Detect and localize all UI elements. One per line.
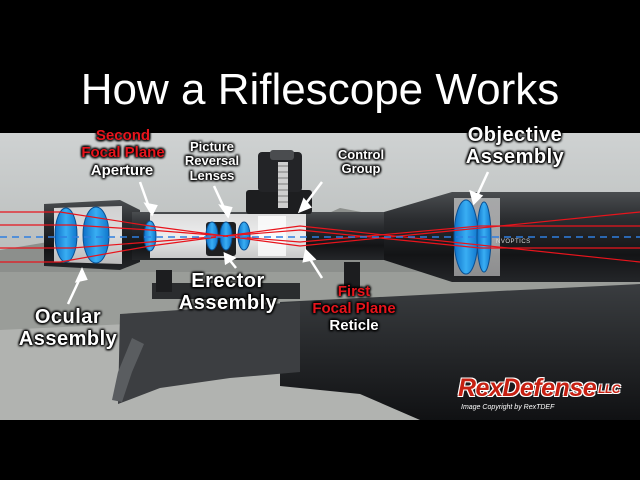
reticle-label: Reticle [300, 318, 408, 335]
erector-line2: Assembly [166, 292, 290, 314]
turret-icon [278, 162, 288, 208]
aperture-label: Aperture [62, 163, 182, 180]
turret-knob [270, 150, 294, 160]
first-focal-plane-line1: First [300, 284, 408, 301]
ocular-assembly-label: Ocular Assembly [2, 306, 134, 350]
second-focal-plane-line1: Second [58, 128, 188, 145]
picture-reversal-label: Picture Reversal Lenses [172, 140, 252, 183]
ocular-line2: Assembly [2, 328, 134, 350]
objective-assembly-label: Objective Assembly [440, 124, 590, 168]
bottom-bar [0, 420, 640, 480]
ocular-lens-1 [55, 208, 77, 262]
scope-marking: NVOPTICS [496, 239, 531, 245]
objective-line1: Objective [440, 124, 590, 146]
objective-line2: Assembly [440, 146, 590, 168]
control-group-label: Control Group [316, 148, 406, 177]
picture-reversal-line3: Lenses [172, 169, 252, 183]
erector-lens-1 [206, 222, 218, 250]
first-focal-plane-label: First Focal Plane [300, 284, 408, 317]
page-title: How a Riflescope Works [0, 66, 640, 114]
ocular-lens-2 [83, 207, 109, 263]
picture-reversal-line2: Reversal [172, 154, 252, 168]
erector-assembly-label: Erector Assembly [166, 270, 290, 314]
erector-line1: Erector [166, 270, 290, 292]
title-bar: How a Riflescope Works [0, 0, 640, 133]
turret-window [258, 216, 286, 256]
brand-copyright: Image Copyright by RexTDEF [461, 404, 554, 411]
brand-name-text: RexDefense [458, 374, 596, 402]
ocular-line1: Ocular [2, 306, 134, 328]
first-focal-plane-line2: Focal Plane [300, 301, 408, 318]
erector-lens-3 [238, 222, 250, 250]
brand-suffix: LLC [598, 382, 620, 396]
second-focal-plane-label: Second Focal Plane [58, 128, 188, 161]
control-group-line2: Group [316, 162, 406, 176]
second-focal-plane-line2: Focal Plane [58, 145, 188, 162]
